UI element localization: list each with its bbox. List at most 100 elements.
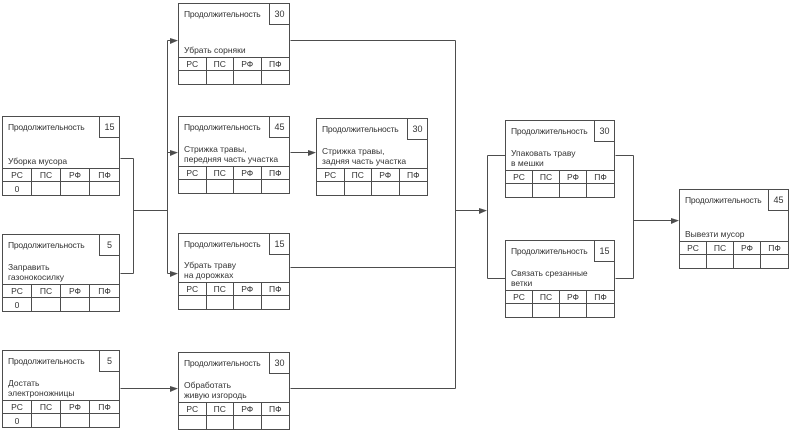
grid-value-cell[interactable]	[533, 304, 560, 317]
grid-value-cell[interactable]	[587, 304, 614, 317]
grid-label-cell: РФ	[234, 283, 262, 296]
grid-value-cell[interactable]	[560, 304, 587, 317]
grid-value-cell[interactable]	[262, 296, 290, 309]
grid-value-cell[interactable]: 0	[3, 182, 32, 195]
grid-value-cell[interactable]	[207, 416, 234, 429]
grid-value-cell[interactable]	[179, 416, 207, 429]
grid-label-cell: ПФ	[261, 167, 289, 180]
grid-label-cell: ПФ	[90, 401, 119, 414]
grid-value-cell[interactable]	[560, 184, 587, 197]
grid-value-cell[interactable]	[262, 180, 290, 193]
grid-label-cell: РФ	[61, 401, 90, 414]
grid-value-cell[interactable]	[61, 298, 90, 311]
grid-value-cell[interactable]: 0	[3, 414, 32, 427]
duration-label: Продолжительность	[184, 239, 261, 249]
grid-value-cell[interactable]	[345, 182, 372, 195]
grid-value-cell[interactable]	[179, 180, 207, 193]
duration-value: 15	[594, 241, 614, 262]
grid-value-cell[interactable]	[207, 180, 234, 193]
grid-value-cell[interactable]	[317, 182, 345, 195]
task-name-line: электроножницы	[8, 388, 75, 398]
grid-value-cell[interactable]	[707, 255, 734, 268]
grid-value-cell[interactable]	[262, 71, 290, 84]
grid-label-cell: ПС	[206, 283, 234, 296]
grid-value-cell[interactable]	[234, 296, 262, 309]
grid-value-cell[interactable]	[262, 416, 290, 429]
grid-value-cell[interactable]	[90, 414, 119, 427]
arrowhead-icon	[479, 208, 487, 214]
grid-value-cell[interactable]	[90, 182, 119, 195]
grid-value-cell[interactable]	[234, 416, 262, 429]
duration-label: Продолжительность	[8, 240, 85, 250]
grid-label-cell: ПС	[344, 169, 372, 182]
task-name-line: ветки	[511, 278, 533, 288]
grid-value-cell[interactable]	[207, 71, 234, 84]
task-name-line: Уборка мусора	[8, 156, 68, 166]
grid-label-cell: РС	[179, 283, 207, 296]
task-name-line: Стрижка травы,	[322, 146, 385, 156]
grid-label-cell: РС	[179, 403, 207, 416]
grid-value-cell[interactable]	[734, 255, 761, 268]
grid-label-cell: РС	[3, 401, 32, 414]
grid-value-cell[interactable]	[680, 255, 707, 268]
grid-label-cell: ПФ	[399, 169, 427, 182]
grid-value-cell[interactable]	[90, 298, 119, 311]
grid-value-cell[interactable]	[234, 180, 262, 193]
task-header: Продолжительность	[3, 235, 119, 256]
grid-value-cell[interactable]	[179, 71, 207, 84]
grid-value-cell[interactable]	[179, 296, 207, 309]
grid-value-cell[interactable]	[761, 255, 788, 268]
grid-value-cell[interactable]	[506, 184, 533, 197]
task-name-line: Упаковать траву	[511, 148, 576, 158]
grid-value-cell[interactable]	[61, 182, 90, 195]
grid-value-cell[interactable]	[234, 71, 262, 84]
grid-label-cell: РФ	[234, 167, 262, 180]
grid-label-cell: ПС	[206, 167, 234, 180]
task-name-line: газонокосилку	[8, 272, 65, 282]
grid-label-cell: ПС	[206, 403, 234, 416]
grid-label-cell: ПФ	[90, 169, 119, 182]
duration-value: 15	[99, 117, 119, 138]
grid-value-cell[interactable]	[32, 298, 61, 311]
task-header: Продолжительность	[179, 4, 289, 25]
duration-label: Продолжительность	[184, 358, 261, 368]
grid-value-cell[interactable]	[32, 182, 61, 195]
grid-label-cell: ПФ	[261, 58, 289, 71]
grid-label-cell: РФ	[372, 169, 400, 182]
grid-value-cell[interactable]	[533, 184, 560, 197]
grid-value-cell[interactable]	[506, 304, 533, 317]
grid-value-cell[interactable]: 0	[3, 298, 32, 311]
grid-value-cell[interactable]	[400, 182, 428, 195]
grid-value-cell[interactable]	[32, 414, 61, 427]
task-name-line: задняя часть участка	[322, 156, 407, 166]
grid-value-cell[interactable]	[207, 296, 234, 309]
grid-value-cell[interactable]	[372, 182, 400, 195]
task-name-line: на дорожках	[184, 270, 234, 280]
grid-label-cell: РС	[179, 167, 207, 180]
grid-value-cell[interactable]	[61, 414, 90, 427]
arrowhead-icon	[308, 150, 316, 156]
grid-value-cell[interactable]	[587, 184, 614, 197]
arrowhead-icon	[170, 38, 178, 44]
